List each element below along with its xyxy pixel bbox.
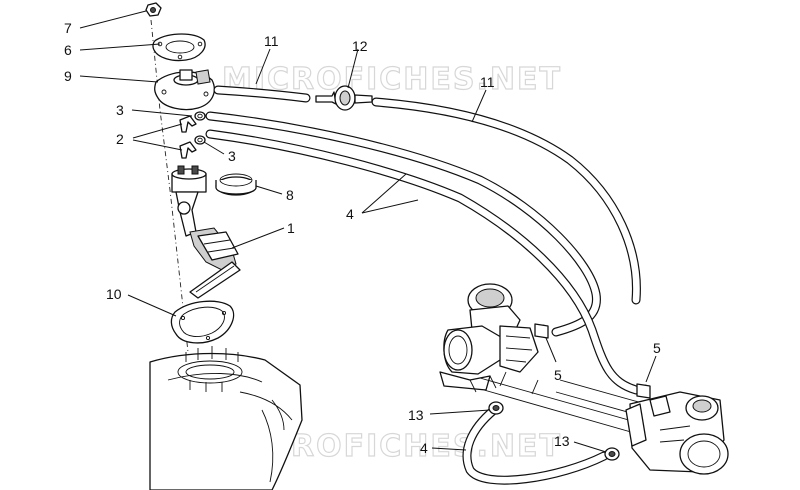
part-4-hose-lower [205,129,641,395]
part-10-tank-gasket [170,300,235,344]
part-11-breather-hose-long [371,97,641,305]
callout-11-right: 11 [480,74,495,90]
part-4-hose-upper [205,111,601,337]
callout-13-left: 13 [408,407,424,423]
callout-6: 6 [64,42,72,58]
callout-3-lower: 3 [228,148,236,164]
callout-1: 1 [287,220,295,236]
callout-8: 8 [286,187,294,203]
part-2-elbow-fittings [179,115,197,159]
leader-lines [79,10,657,453]
part-9-pump-flange [154,69,215,111]
part-4-hose-bottom [462,405,609,485]
throttle-body-right [625,391,729,475]
callout-3-upper: 3 [116,102,124,118]
callout-5-right: 5 [653,340,661,356]
part-12-inline-valve [315,85,373,111]
throttle-body-left [439,283,539,393]
part-13-clamp-left [488,401,504,415]
callout-5-left: 5 [554,367,562,383]
part-5-hose-clip-right [636,383,651,399]
callout-9: 9 [64,68,72,84]
callout-13-right: 13 [554,433,570,449]
part-13-clamp-right [604,447,620,461]
callout-10: 10 [106,286,122,302]
part-6-ring-plate [152,33,206,62]
callout-12: 12 [352,38,368,54]
callout-2: 2 [116,131,124,147]
callout-4-bottom: 4 [420,440,428,456]
callout-4-middle: 4 [346,206,354,222]
part-7-nut [145,2,162,17]
part-5-hose-clip-left [534,323,549,339]
fuel-tank [149,346,303,490]
callout-7: 7 [64,20,72,36]
part-8-seal-ring [215,173,257,196]
callout-11-left: 11 [264,33,279,49]
throttle-linkage [479,371,661,439]
part-11-breather-hose-short [213,85,311,103]
part-3-hose-clamps [194,111,206,145]
part-1-fuel-pump [171,165,241,299]
